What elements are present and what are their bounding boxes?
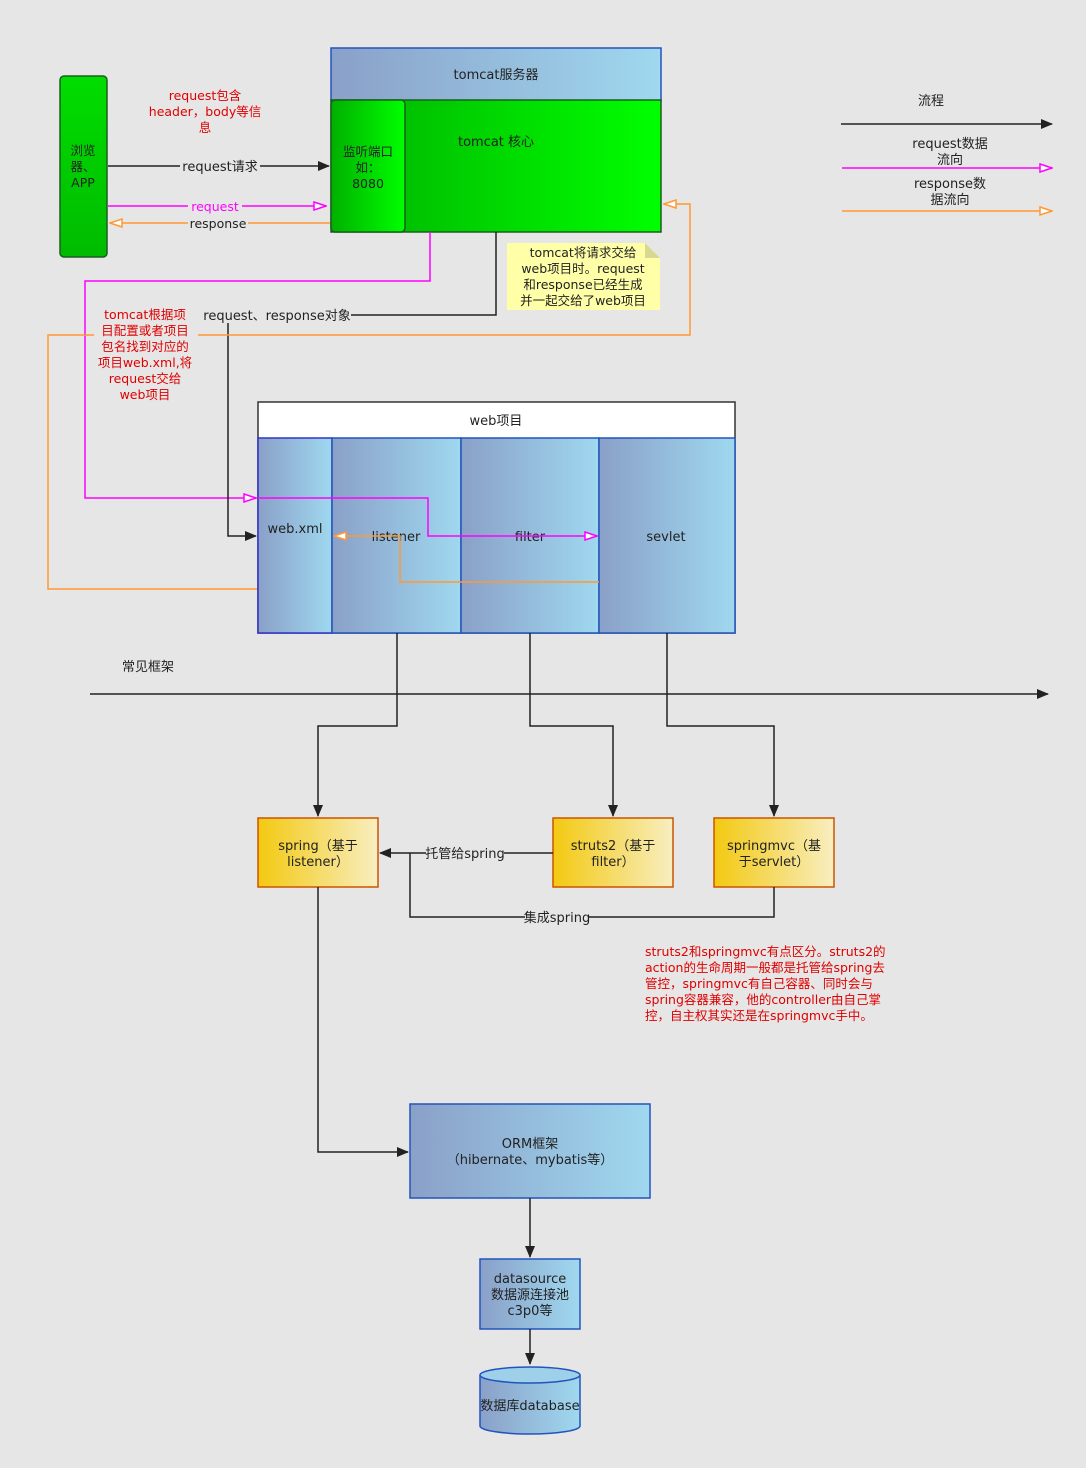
database-node: 数据库database (479, 1366, 581, 1435)
browser-tomcat-edges: request请求 request response (108, 158, 330, 231)
note-lookup-4: 项目web.xml,将 (98, 355, 192, 370)
edge-request-label: request (191, 199, 239, 214)
note-lookup-3: 包名找到对应的 (101, 339, 189, 354)
tomcat-port-3: 8080 (352, 176, 384, 191)
note-mvc-4: spring容器兼容，他的controller由自己掌 (645, 992, 881, 1007)
edge-hosted-label: 托管给spring (425, 847, 504, 862)
framework-spring: spring（基于 listener） (257, 817, 379, 888)
framework-relations: 托管给spring 集成spring (379, 845, 775, 926)
orm-node: ORM框架 （hibernate、mybatis等） (409, 1103, 651, 1199)
legend-response-label-2: 据流向 (930, 192, 969, 208)
tomcat-core-label: tomcat 核心 (458, 135, 534, 150)
note-mvc-1: struts2和springmvc有点区分。struts2的 (645, 944, 886, 959)
edge-spring-orm (317, 887, 409, 1157)
orm-label-2: （hibernate、mybatis等） (447, 1152, 614, 1168)
web-project: web项目 web.xml listener filter sevlet (257, 401, 736, 634)
note-struts-vs-mvc: struts2和springmvc有点区分。struts2的 action的生命… (645, 944, 886, 1023)
note-handoff: tomcat将请求交给 web项目时。request 和response已经生成… (507, 243, 660, 310)
legend-request-label-1: request数据 (912, 137, 987, 152)
edge-response-label: response (190, 216, 247, 231)
note-handoff-1: tomcat将请求交给 (530, 245, 637, 260)
datasource-node: datasource 数据源连接池 c3p0等 (479, 1258, 581, 1330)
browser-label-1: 浏览 (70, 143, 95, 158)
note-handoff-3: 和response已经生成 (523, 277, 642, 292)
legend: 流程 request数据 流向 response数 据流向 (841, 94, 1053, 211)
webxml-box (257, 437, 333, 634)
legend-flow-label: 流程 (918, 94, 944, 109)
datasource-label-3: c3p0等 (508, 1303, 553, 1319)
tomcat-port-2: 如： (355, 160, 380, 175)
note-lookup-6: web项目 (120, 387, 171, 402)
frameworks-axis-label: 常见框架 (122, 660, 174, 675)
webxml-label: web.xml (268, 522, 323, 537)
struts2-label-1: struts2（基于 (571, 839, 656, 854)
edge-objects-label: request、response对象 (203, 309, 350, 324)
edge-request-req-label: request请求 (182, 160, 257, 175)
edge-response-internal (334, 536, 599, 583)
tomcat-web-edges: request、response对象 (47, 204, 691, 590)
note-mvc-2: action的生命周期一般都是托管给spring去 (645, 960, 885, 975)
browser-label-2: 器、 (70, 159, 95, 174)
edge-integrate-label: 集成spring (524, 910, 590, 926)
web-project-title: web项目 (470, 414, 523, 429)
note-handoff-2: web项目时。request (521, 261, 644, 276)
note-tomcat-lookup: tomcat根据项 目配置或者项目 包名找到对应的 项目web.xml,将 re… (94, 306, 198, 404)
note-request-contains-2: header，body等信 (149, 104, 261, 119)
tomcat-port-box (330, 99, 406, 233)
edge-request-internal (258, 497, 597, 536)
datasource-label-2: 数据源连接池 (491, 1287, 569, 1303)
edge-response-to-tomcat (47, 204, 691, 590)
note-request-contains-3: 息 (199, 120, 212, 135)
edge-request-to-webxml (84, 232, 431, 498)
framework-struts2: struts2（基于 filter） (552, 817, 674, 888)
legend-request-label-2: 流向 (937, 152, 963, 168)
servlet-label: sevlet (646, 530, 685, 545)
legend-response-label-1: response数 (914, 177, 986, 192)
datasource-label-1: datasource (494, 1272, 566, 1287)
note-lookup-2: 目配置或者项目 (101, 323, 189, 338)
filter-label: filter (515, 530, 546, 545)
edge-filter-struts2 (529, 633, 618, 817)
edge-servlet-springmvc (666, 633, 779, 817)
note-mvc-5: 控，自主权其实还是在springmvc手中。 (645, 1008, 873, 1023)
edge-listener-spring (313, 633, 398, 817)
struts2-label-2: filter） (591, 855, 634, 870)
listener-label: listener (372, 530, 421, 545)
tomcat-port-1: 监听端口 (343, 144, 393, 159)
note-mvc-3: 管控，springmvc有自己容器、同时会与 (645, 976, 873, 991)
note-request-contains-1: request包含 (169, 88, 242, 103)
note-request-contains: request包含 header，body等信 息 (149, 88, 261, 135)
component-framework-edges (313, 633, 779, 817)
note-handoff-4: 并一起交给了web项目 (520, 293, 646, 308)
tomcat-server: tomcat服务器 监听端口 如： 8080 tomcat 核心 (330, 47, 662, 233)
browser-label-3: APP (71, 175, 95, 190)
note-lookup-1: tomcat根据项 (104, 307, 186, 322)
database-label: 数据库database (480, 1398, 579, 1414)
edge-springmvc-integrate-spring (409, 853, 775, 918)
servlet-box (598, 437, 736, 634)
springmvc-label-2: 于servlet） (739, 855, 810, 870)
tomcat-title: tomcat服务器 (454, 67, 539, 83)
browser-node: 浏览 器、 APP (59, 75, 108, 258)
note-lookup-5: request交给 (109, 371, 182, 386)
framework-springmvc: springmvc（基 于servlet） (713, 817, 835, 888)
spring-label-2: listener） (287, 855, 349, 870)
spring-label-1: spring（基于 (278, 839, 357, 854)
springmvc-label-1: springmvc（基 (727, 839, 821, 854)
orm-label-1: ORM框架 (502, 1137, 558, 1152)
